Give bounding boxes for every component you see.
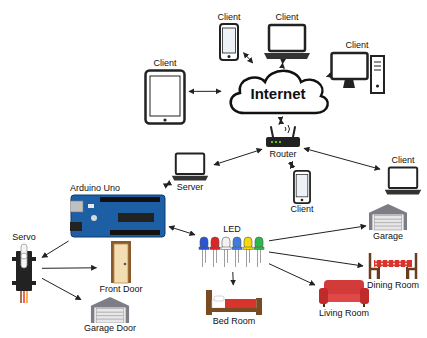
node-label: Client (290, 204, 313, 215)
node-label: Server (177, 182, 204, 193)
connector-arrow (282, 63, 283, 64)
node-label: Bed Room (213, 316, 256, 327)
laptop-icon (169, 152, 211, 182)
node-label: Client (217, 12, 240, 23)
node-label: Client (345, 40, 368, 51)
laptop-icon (263, 23, 311, 61)
node-label: Servo (12, 232, 36, 243)
cloud-node: Internet (224, 66, 332, 116)
phone-icon (219, 23, 239, 61)
door-icon (110, 240, 132, 284)
connector-arrow (269, 252, 363, 266)
phone-node: Client (290, 170, 313, 215)
node-label: Client (153, 58, 176, 69)
dining-node: Dining Room (366, 250, 420, 291)
laptop-node: Client (263, 12, 311, 61)
router-icon (265, 125, 301, 149)
connector-arrow (232, 272, 234, 285)
sofa-node: Living Room (318, 278, 370, 319)
node-label: Living Room (319, 308, 369, 319)
arduino-icon (70, 194, 166, 238)
node-label: Arduino Uno (70, 183, 120, 194)
phone-node: Client (217, 12, 240, 61)
connector-arrow (280, 119, 281, 122)
leds-icon (198, 235, 266, 269)
dining-icon (366, 250, 420, 280)
arduino-node: Arduino Uno (70, 183, 166, 238)
connector-arrow (189, 91, 221, 92)
node-label: Front Door (99, 284, 142, 295)
desktop-icon (330, 51, 385, 95)
node-label: Client (391, 155, 414, 166)
connector-arrow (169, 227, 195, 235)
tablet-node: Client (144, 58, 186, 125)
connector-arrow (291, 163, 293, 167)
connector-arrow (269, 264, 315, 285)
sofa-icon (318, 278, 370, 308)
connector-arrow (42, 241, 69, 257)
servo-node: Servo (9, 232, 39, 305)
laptop-node: Server (169, 152, 211, 193)
bed-icon (205, 288, 263, 316)
node-label: Garage Door (84, 323, 136, 334)
router-node: Router (265, 125, 301, 160)
laptop-icon (383, 166, 423, 196)
leds-node: LED (198, 224, 266, 269)
servo-icon (9, 243, 39, 305)
desktop-node: Client (330, 40, 385, 95)
connector-arrow (42, 278, 81, 299)
connector-arrow (166, 184, 169, 186)
node-label: Dining Room (367, 280, 419, 291)
node-label: Internet (250, 85, 305, 103)
bed-node: Bed Room (205, 288, 263, 327)
connector-arrow (214, 149, 262, 165)
node-label: Garage (373, 231, 403, 242)
connector-arrow (42, 267, 97, 269)
connector-arrow (304, 148, 380, 169)
garage-icon (369, 203, 407, 231)
node-label: Router (269, 149, 296, 160)
connector-arrow (244, 53, 253, 63)
door-node: Front Door (99, 240, 142, 295)
garage-node: Garage (369, 203, 407, 242)
tablet-icon (144, 69, 186, 125)
garage-node: Garage Door (84, 297, 136, 334)
connector-arrow (269, 226, 366, 241)
phone-icon (292, 170, 312, 204)
garage-icon (88, 297, 132, 323)
node-label: LED (223, 224, 241, 235)
node-label: Client (275, 12, 298, 23)
laptop-node: Client (383, 155, 423, 196)
